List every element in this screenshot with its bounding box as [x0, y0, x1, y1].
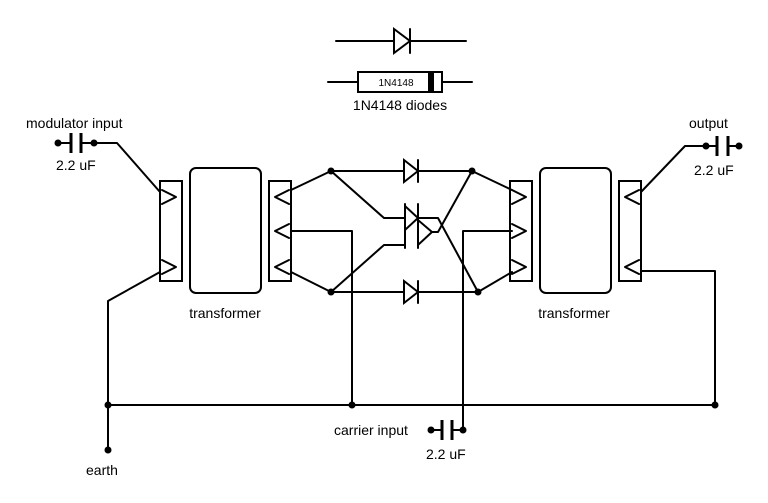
diode-part-label: 1N4148 — [378, 78, 413, 89]
diode-package: 1N4148 — [327, 71, 473, 93]
output-label: output — [689, 115, 728, 131]
carrier-input-capacitor: carrier input 2.2 uF — [334, 420, 467, 462]
modulator-input-label: modulator input — [26, 115, 123, 131]
diode-bottom — [330, 278, 479, 306]
diode-top — [330, 157, 473, 185]
modulator-cap-value: 2.2 uF — [56, 157, 96, 173]
diode-symbol — [335, 27, 467, 55]
transformer-left-label: transformer — [189, 305, 261, 321]
transformer-right: transformer — [509, 167, 642, 321]
output-cap-value: 2.2 uF — [694, 162, 734, 178]
carrier-cap-value: 2.2 uF — [426, 446, 466, 462]
diode-legend: 1N4148 1N4148 diodes — [327, 27, 473, 113]
transformer-right-label: transformer — [538, 305, 610, 321]
earth-label: earth — [86, 462, 118, 478]
diode-caption: 1N4148 diodes — [353, 97, 447, 113]
diode-ring — [327, 157, 482, 306]
output-capacitor: output 2.2 uF — [689, 115, 743, 178]
transformer-left: transformer — [159, 167, 292, 321]
diode-cross-reverse — [330, 170, 473, 293]
carrier-input-label: carrier input — [334, 422, 408, 438]
